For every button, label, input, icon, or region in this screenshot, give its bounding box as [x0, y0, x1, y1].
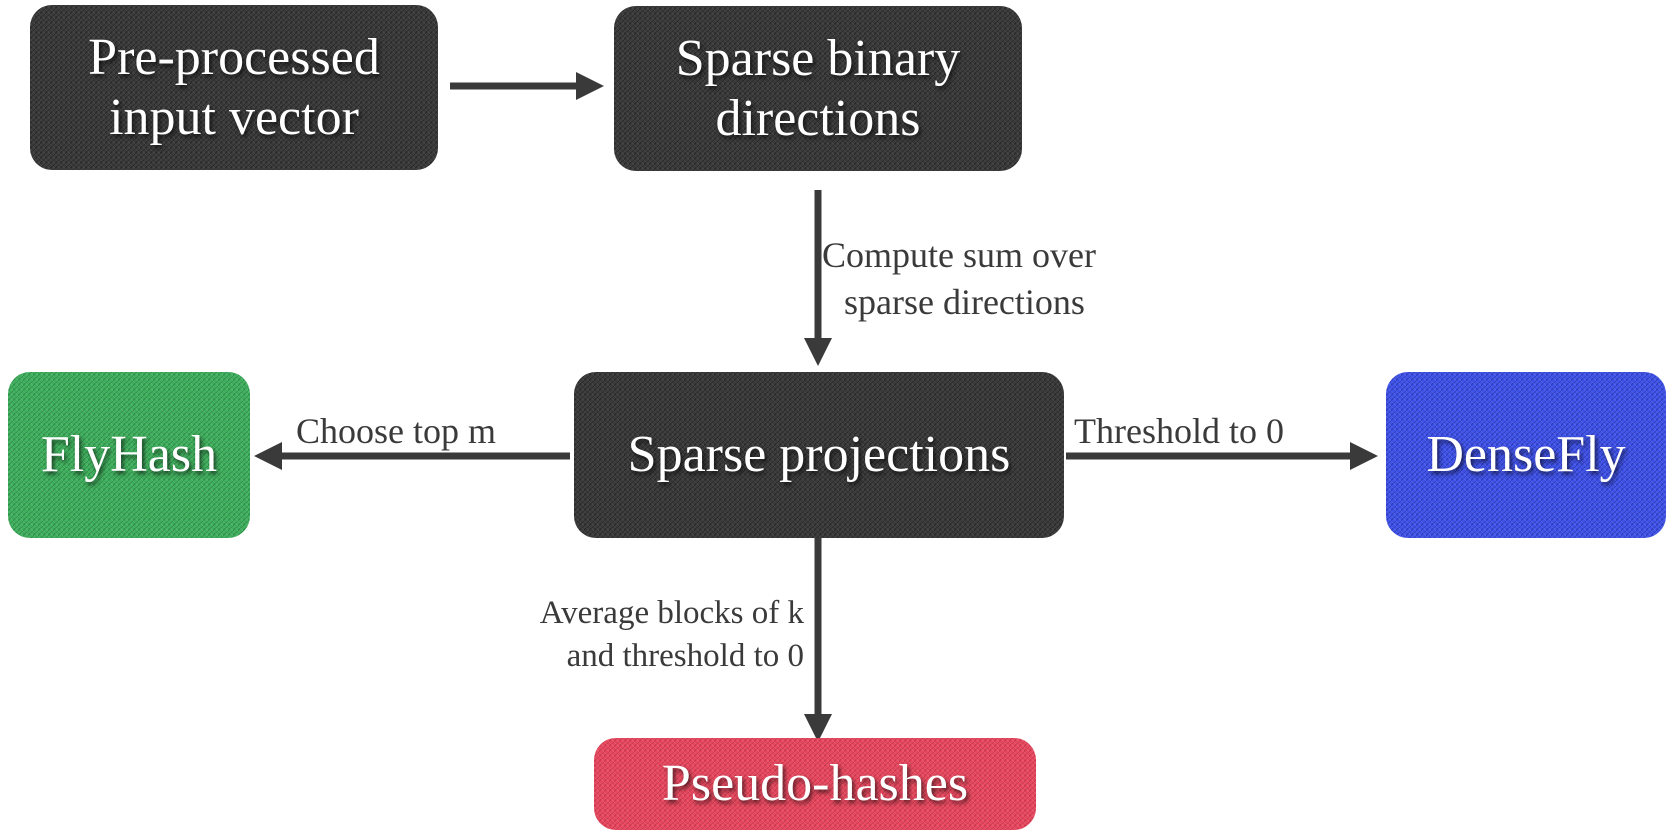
node-input-vector: Pre-processed input vector: [30, 5, 438, 170]
edge-compute-line2: sparse directions: [844, 281, 1085, 322]
node-directions-line1: Sparse binary: [675, 29, 961, 87]
node-projections-label: Sparse projections: [627, 426, 1011, 484]
node-pseudo-hashes: Pseudo-hashes: [594, 738, 1036, 830]
arrow-projections-to-flyhash: [254, 442, 570, 470]
edge-label-threshold: Threshold to 0: [1074, 408, 1284, 455]
node-input-vector-line1: Pre-processed: [88, 28, 380, 86]
edge-label-average-blocks: Average blocks of k and threshold to 0: [498, 592, 804, 678]
node-sparse-projections: Sparse projections: [574, 372, 1064, 538]
arrow-projections-to-densefly: [1066, 442, 1378, 470]
edge-label-choose-top-m: Choose top m: [296, 408, 496, 455]
edge-compute-line1: Compute sum over: [822, 235, 1096, 275]
arrow-input-to-directions: [450, 72, 604, 100]
edge-average-line1: Average blocks of k: [539, 595, 804, 631]
node-sparse-binary-directions: Sparse binary directions: [614, 6, 1022, 171]
edge-average-line2: and threshold to 0: [566, 637, 804, 674]
edge-label-compute-sum: Compute sum over sparse directions: [822, 232, 1096, 326]
node-pseudo-label: Pseudo-hashes: [661, 755, 969, 813]
node-input-vector-line2: input vector: [109, 88, 359, 146]
edge-topm-text: Choose top m: [296, 411, 497, 451]
node-flyhash: FlyHash: [8, 372, 250, 538]
node-flyhash-label: FlyHash: [40, 426, 218, 484]
node-directions-line2: directions: [715, 89, 921, 147]
arrow-directions-to-projections: [804, 190, 832, 366]
node-densefly-label: DenseFly: [1426, 426, 1626, 484]
node-densefly: DenseFly: [1386, 372, 1666, 538]
arrow-projections-to-pseudo: [804, 538, 832, 742]
edge-threshold-text: Threshold to 0: [1074, 411, 1284, 451]
